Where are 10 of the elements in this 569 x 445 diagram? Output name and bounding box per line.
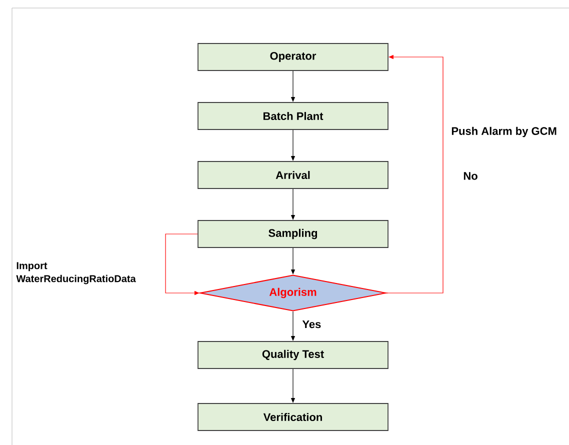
process-box: Arrival xyxy=(198,161,388,189)
process-box: Quality Test xyxy=(198,341,388,369)
process-box: Operator xyxy=(198,43,388,71)
process-box: Sampling xyxy=(198,220,388,248)
process-box: Verification xyxy=(198,403,388,431)
process-box: Batch Plant xyxy=(198,102,388,130)
edge-label: Yes xyxy=(302,320,321,328)
edge-label: Import WaterReducingRatioData xyxy=(16,262,136,284)
note-label: Push Alarm by GCM xyxy=(452,126,556,138)
edge-label: No xyxy=(464,172,478,180)
